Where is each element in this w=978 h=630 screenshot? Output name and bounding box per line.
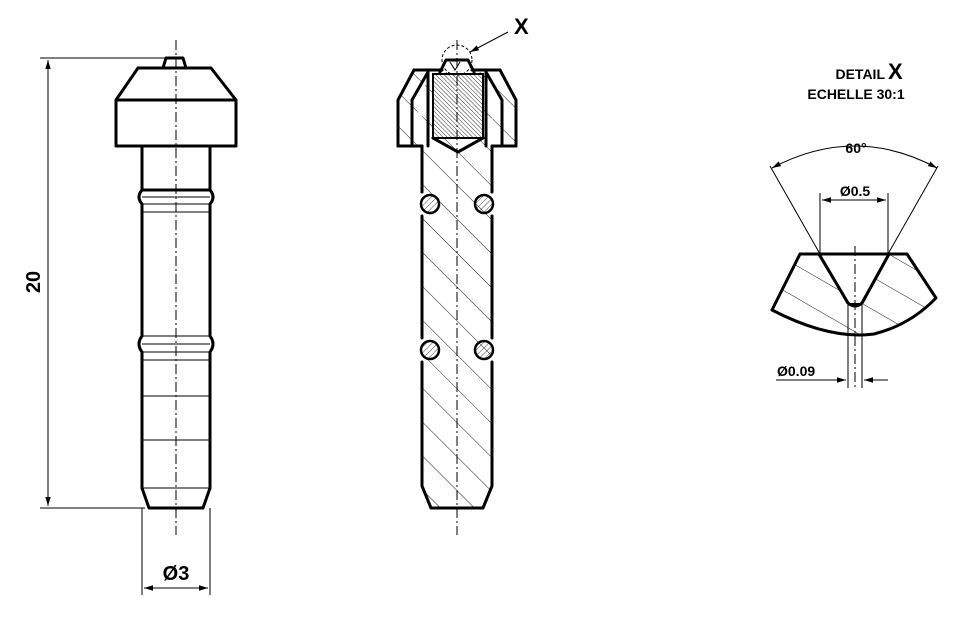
detail-scale: ECHELLE 30:1 [807,86,904,102]
exterior-view [114,40,238,535]
diameter-dimension: Ø3 [141,508,211,595]
length-dimension: 20 [23,57,170,509]
length-label: 20 [23,271,45,293]
tip-diameter-label: Ø0.5 [840,183,871,199]
detail-title: DETAIL X ECHELLE 30:1 [807,59,904,102]
detail-title-prefix: DETAIL [835,66,885,82]
cone-angle-label: 60° [845,140,866,156]
detail-view: 60° Ø0.5 Ø0.09 [769,140,939,390]
section-view: X [396,14,529,535]
diameter-label: Ø3 [163,563,190,585]
detail-title-letter: X [888,59,903,84]
detail-marker: X [514,14,529,39]
point-diameter-label: Ø0.09 [777,363,815,379]
